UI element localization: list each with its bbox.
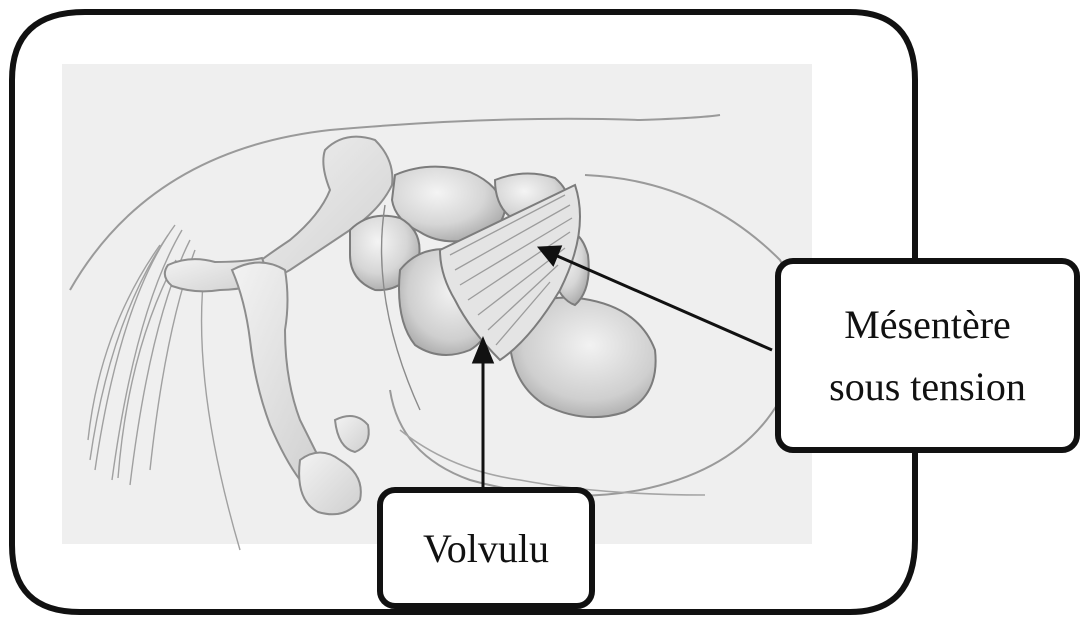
callout-mesentere-line2: sous tension [829,356,1026,418]
callout-mesentere-line1: Mésentère [844,294,1011,356]
callout-volvulu-label: Volvulu [423,525,549,572]
callout-mesentere: Mésentère sous tension [775,258,1080,453]
callout-volvulu: Volvulu [377,487,595,609]
